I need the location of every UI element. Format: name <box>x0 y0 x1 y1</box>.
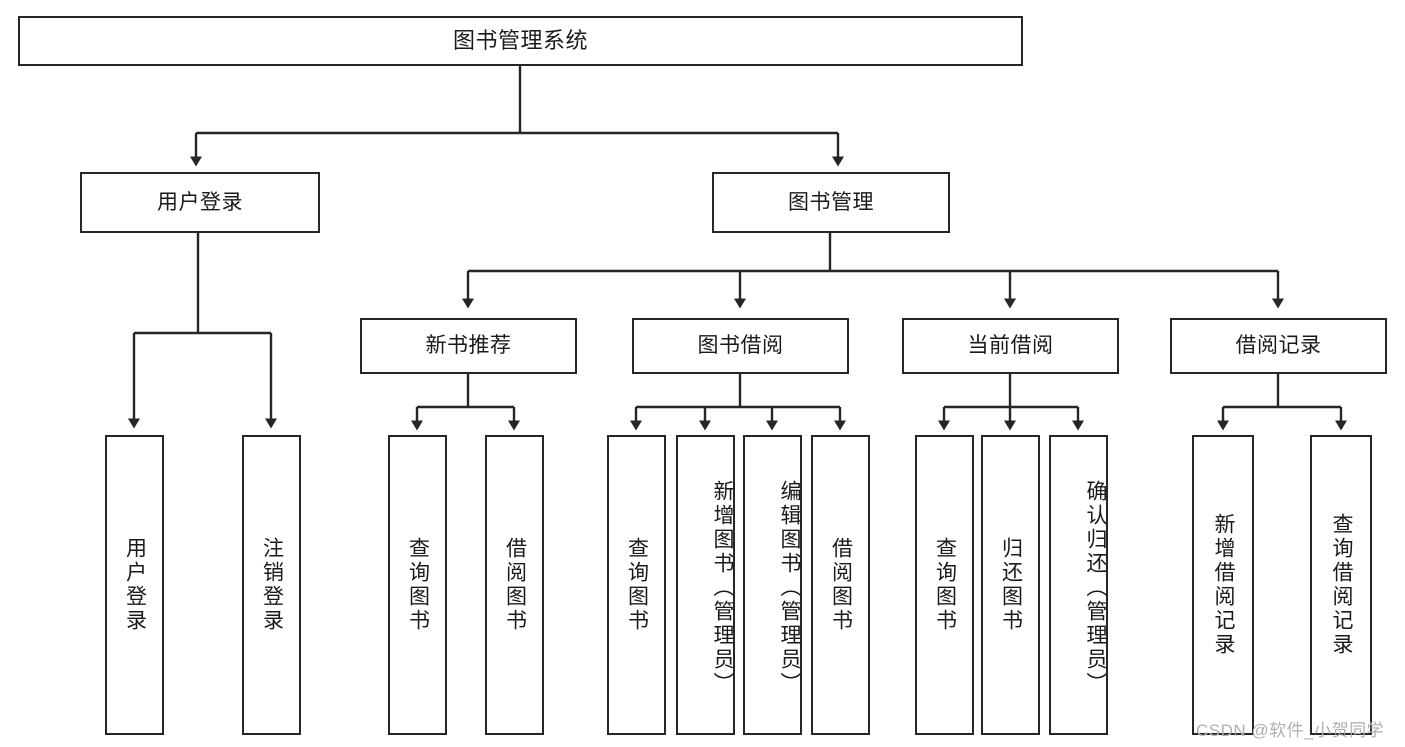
leaf-add-book-admin[interactable]: 新增图书（管理员） <box>676 435 735 735</box>
leaf-borrow-book-recommend[interactable]: 借阅图书 <box>485 435 544 735</box>
leaf-logout[interactable]: 注销登录 <box>242 435 301 735</box>
leaf-user-login[interactable]: 用户登录 <box>105 435 164 735</box>
node-current-borrow[interactable]: 当前借阅 <box>902 318 1119 374</box>
leaf-query-book-recommend[interactable]: 查询图书 <box>388 435 447 735</box>
leaf-query-borrow-record[interactable]: 查询借阅记录 <box>1310 435 1372 735</box>
node-user-login[interactable]: 用户登录 <box>80 172 320 233</box>
node-new-book-recommend[interactable]: 新书推荐 <box>360 318 577 374</box>
leaf-confirm-return-admin[interactable]: 确认归还（管理员） <box>1049 435 1108 735</box>
leaf-query-book-borrow[interactable]: 查询图书 <box>607 435 666 735</box>
watermark-label: CSDN @软件_小贺同学 <box>1196 721 1385 740</box>
leaf-edit-book-admin[interactable]: 编辑图书（管理员） <box>743 435 802 735</box>
leaf-return-book[interactable]: 归还图书 <box>981 435 1040 735</box>
leaf-add-borrow-record[interactable]: 新增借阅记录 <box>1192 435 1254 735</box>
node-borrow-record[interactable]: 借阅记录 <box>1170 318 1387 374</box>
node-root[interactable]: 图书管理系统 <box>18 16 1023 66</box>
node-book-borrow[interactable]: 图书借阅 <box>632 318 849 374</box>
leaf-query-book-current[interactable]: 查询图书 <box>915 435 974 735</box>
leaf-borrow-book[interactable]: 借阅图书 <box>811 435 870 735</box>
node-book-management[interactable]: 图书管理 <box>712 172 950 233</box>
